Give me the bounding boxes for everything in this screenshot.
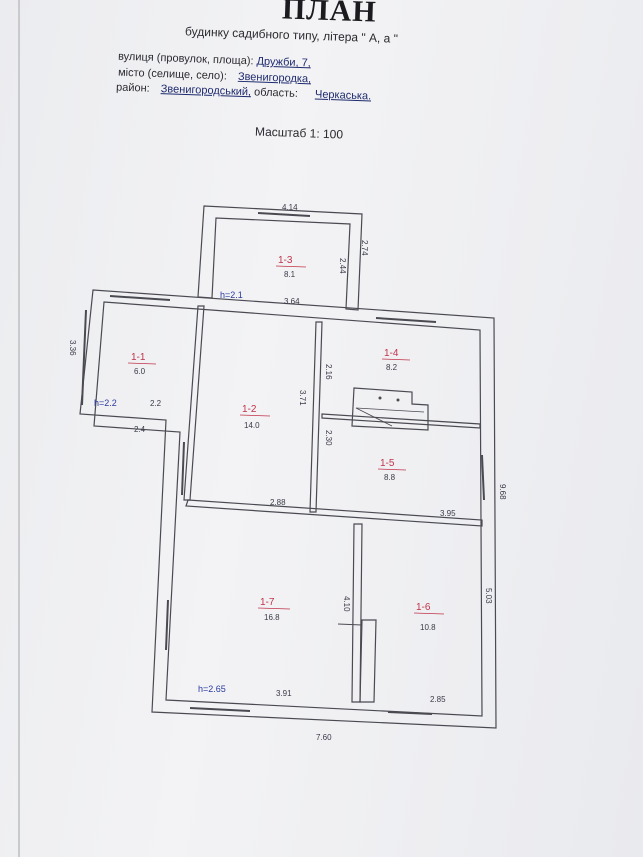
height-top: h=2.1 <box>220 290 243 300</box>
svg-text:1-7: 1-7 <box>260 597 275 608</box>
dim-top-ext-inner: 3.64 <box>284 297 300 306</box>
dim-mid-width-right: 3.95 <box>440 509 456 518</box>
svg-text:1-3: 1-3 <box>278 255 293 266</box>
room-1-5-label: 1-5 8.8 <box>377 458 407 482</box>
svg-text:8.8: 8.8 <box>384 473 396 482</box>
room-1-3-label: 1-3 8.1 <box>275 255 307 279</box>
dim-room4-depth: 2.16 <box>324 364 333 380</box>
svg-text:6.0: 6.0 <box>134 367 146 376</box>
svg-text:1-5: 1-5 <box>380 458 395 469</box>
dim-bottom-right: 2.85 <box>430 695 446 704</box>
svg-text:1-1: 1-1 <box>131 352 146 363</box>
room-1-6-label: 1-6 10.8 <box>413 602 445 632</box>
dim-mid-width-left: 2.88 <box>270 498 286 507</box>
height-bottom: h=2.65 <box>198 684 226 694</box>
dim-bottom-left: 3.91 <box>276 689 292 698</box>
page-margin-line <box>18 0 20 857</box>
dim-left-width: 2.4 <box>134 425 146 434</box>
height-left: h=2.2 <box>94 398 117 408</box>
svg-text:1-6: 1-6 <box>416 602 431 613</box>
svg-text:1-2: 1-2 <box>242 404 257 415</box>
dim-top-ext-width: 4.14 <box>282 203 298 212</box>
room-1-2-label: 1-2 14.0 <box>239 404 271 430</box>
house-outer-walls <box>79 289 497 729</box>
dim-total-width: 7.60 <box>316 733 332 742</box>
svg-text:8.1: 8.1 <box>284 270 296 279</box>
dim-right-height: 9.68 <box>498 484 507 500</box>
svg-text:14.0: 14.0 <box>244 421 260 430</box>
dim-room3-depth: 2.44 <box>338 258 347 274</box>
dim-room7-depth: 4.10 <box>342 596 351 612</box>
dim-room6-depth: 5.03 <box>484 588 493 604</box>
room-1-7-label: 1-7 16.8 <box>257 597 291 622</box>
dim-top-ext-depth: 2.74 <box>360 240 369 256</box>
dim-room5-depth: 2.30 <box>324 430 333 446</box>
dim-left-inner: 2.2 <box>150 399 162 408</box>
room-1-4-label: 1-4 8.2 <box>381 348 411 372</box>
interior-walls <box>183 305 483 703</box>
svg-text:1-4: 1-4 <box>384 348 399 359</box>
room-1-1-label: 1-1 6.0 <box>127 352 157 376</box>
svg-text:16.8: 16.8 <box>264 613 280 622</box>
svg-text:8.2: 8.2 <box>386 363 398 372</box>
dim-left-height: 3.36 <box>68 340 77 356</box>
svg-text:10.8: 10.8 <box>420 623 436 632</box>
dim-room2-depth: 3.71 <box>298 390 307 406</box>
